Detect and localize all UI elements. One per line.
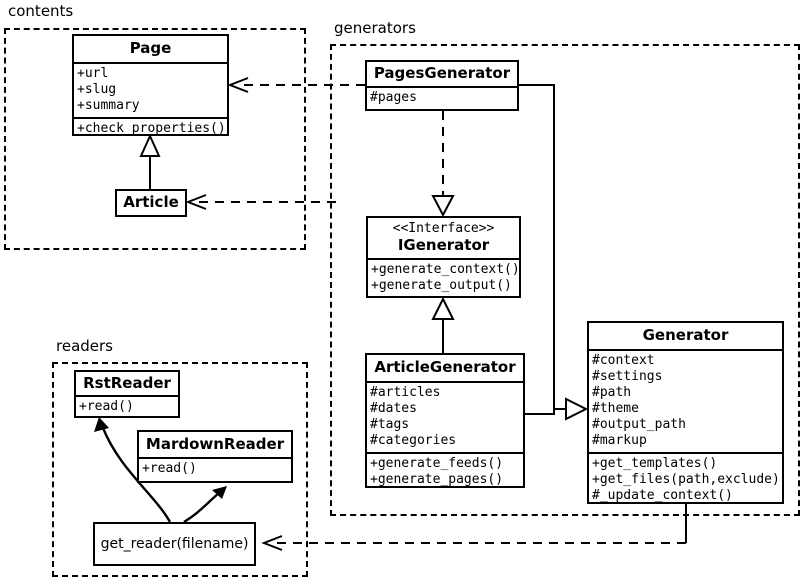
attributes-compartment-pagesgenerator: #pages (367, 86, 517, 109)
class-box-rstreader[interactable]: RstReader +read() (74, 370, 180, 418)
method: +generate_output() (371, 278, 512, 293)
method: +get_files(path,exclude) (592, 472, 780, 487)
methods-compartment-generator: +get_templates() +get_files(path,exclude… (589, 452, 782, 507)
attribute: #tags (370, 417, 410, 432)
methods-compartment-rstreader: +read() (76, 395, 178, 418)
package-frame-contents (4, 28, 306, 250)
package-frame-readers (52, 362, 308, 577)
class-name-article: Article (123, 193, 179, 211)
attribute: #categories (370, 433, 457, 448)
class-box-generator[interactable]: Generator #context #settings #path #them… (587, 321, 784, 504)
package-label-readers: readers (54, 337, 115, 355)
class-stereotype-igenerator: <<Interface>> (392, 221, 495, 236)
function-box-get-reader[interactable]: get_reader(filename) (93, 522, 256, 566)
class-name-igenerator: <<Interface>> IGenerator (368, 218, 519, 258)
class-name-text: IGenerator (397, 236, 490, 254)
attribute: #context (592, 353, 655, 368)
method: +generate_context() (371, 262, 520, 277)
methods-compartment-articlegenerator: +generate_feeds() +generate_pages() (367, 452, 523, 491)
method: +read() (142, 461, 197, 476)
methods-compartment-igenerator: +generate_context() +generate_output() (368, 258, 520, 297)
method: +get_templates() (592, 456, 718, 471)
class-box-igenerator[interactable]: <<Interface>> IGenerator +generate_conte… (366, 216, 521, 298)
methods-compartment-mardownreader: +read() (139, 457, 291, 480)
class-name-pagesgenerator: PagesGenerator (373, 64, 511, 82)
attribute: #dates (370, 401, 417, 416)
methods-compartment-page: +check_properties() (74, 117, 227, 140)
attribute: #articles (370, 385, 441, 400)
class-name-mardownreader: MardownReader (145, 435, 285, 453)
class-name-articlegenerator: ArticleGenerator (374, 358, 516, 376)
attribute: +url (77, 66, 109, 81)
attributes-compartment-generator: #context #settings #path #theme #output_… (589, 349, 782, 452)
attribute: #settings (592, 369, 663, 384)
class-name-page: Page (129, 39, 172, 57)
class-box-article[interactable]: Article (115, 189, 187, 217)
class-name-rstreader: RstReader (83, 374, 171, 392)
function-label-get-reader: get_reader(filename) (100, 536, 249, 552)
class-name-generator: Generator (642, 326, 729, 344)
attribute: +slug (77, 82, 117, 97)
method: +check_properties() (77, 121, 226, 136)
package-label-contents: contents (6, 2, 76, 20)
class-box-articlegenerator[interactable]: ArticleGenerator #articles #dates #tags … (365, 353, 525, 488)
method: #_update_context() (592, 488, 733, 503)
attribute: +summary (77, 98, 140, 113)
attribute: #pages (370, 90, 417, 105)
method: +generate_pages() (370, 472, 504, 487)
method: +read() (79, 399, 134, 414)
attributes-compartment-articlegenerator: #articles #dates #tags #categories (367, 381, 523, 452)
package-label-generators: generators (332, 19, 418, 37)
class-box-mardownreader[interactable]: MardownReader +read() (137, 430, 293, 483)
attribute: #theme (592, 401, 639, 416)
attribute: #path (592, 385, 632, 400)
class-box-pagesgenerator[interactable]: PagesGenerator #pages (365, 60, 519, 111)
package-frame-generators (330, 44, 800, 516)
method: +generate_feeds() (370, 456, 504, 471)
attribute: #output_path (592, 417, 686, 432)
class-box-page[interactable]: Page +url +slug +summary +check_properti… (72, 34, 229, 136)
attribute: #markup (592, 433, 647, 448)
attributes-compartment-page: +url +slug +summary (74, 62, 227, 117)
